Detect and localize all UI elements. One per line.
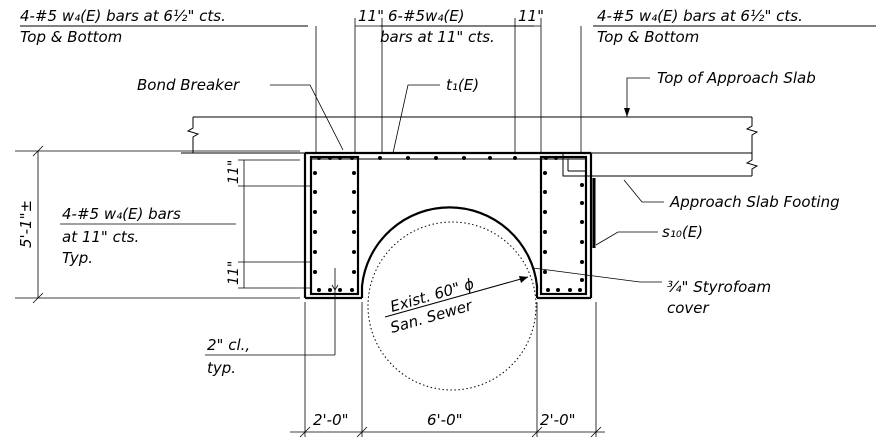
dim-opening: 6'-0" bbox=[427, 411, 463, 429]
styrofoam-sublabel: cover bbox=[667, 299, 710, 317]
mid-dim-11-right: 11" bbox=[518, 7, 544, 25]
cover-typ: typ. bbox=[207, 359, 236, 377]
t1-label: t₁(E) bbox=[446, 76, 479, 94]
s10-label: s₁₀(E) bbox=[662, 223, 703, 241]
bond-breaker-label: Bond Breaker bbox=[137, 76, 240, 94]
dim-11-top: 11" bbox=[226, 160, 242, 184]
rebar-dots bbox=[313, 156, 584, 292]
existing-sewer-pipe bbox=[367, 221, 537, 391]
rebar-cages bbox=[309, 155, 588, 296]
approach-slab-footing-label: Approach Slab Footing bbox=[669, 193, 840, 211]
rebar-mid-sublabel: bars at 11" cts. bbox=[380, 28, 495, 46]
rebar-left-label: 4-#5 w₄(E) bars at 6½" cts. bbox=[20, 7, 226, 25]
rebar-left-sublabel: Top & Bottom bbox=[20, 28, 122, 46]
rebar-right-label: 4-#5 w₄(E) bars at 6½" cts. bbox=[597, 7, 803, 25]
dimension-lines bbox=[15, 18, 876, 438]
side-bars-typ: Typ. bbox=[62, 249, 93, 267]
height-dimension: 5'-1"± bbox=[17, 200, 35, 248]
dim-right-leg: 2'-0" bbox=[540, 411, 576, 429]
side-bars-label: 4-#5 w₄(E) bars bbox=[62, 205, 181, 223]
styrofoam-label: ¾" Styrofoam bbox=[667, 278, 771, 296]
side-bars-spacing: at 11" cts. bbox=[62, 228, 139, 246]
approach-slab bbox=[181, 116, 759, 177]
annotations: 4-#5 w₄(E) bars at 6½" cts. Top & Bottom… bbox=[17, 7, 840, 429]
rebar-right-sublabel: Top & Bottom bbox=[597, 28, 699, 46]
culvert-frame bbox=[303, 151, 596, 300]
mid-dim-11-left: 11" bbox=[358, 7, 384, 25]
dim-11-bottom: 11" bbox=[226, 261, 242, 285]
rebar-mid-label: 6-#5w₄(E) bbox=[388, 7, 465, 25]
dim-left-leg: 2'-0" bbox=[313, 411, 349, 429]
cover-label: 2" cl., bbox=[207, 336, 250, 354]
top-approach-slab-label: Top of Approach Slab bbox=[657, 69, 816, 87]
